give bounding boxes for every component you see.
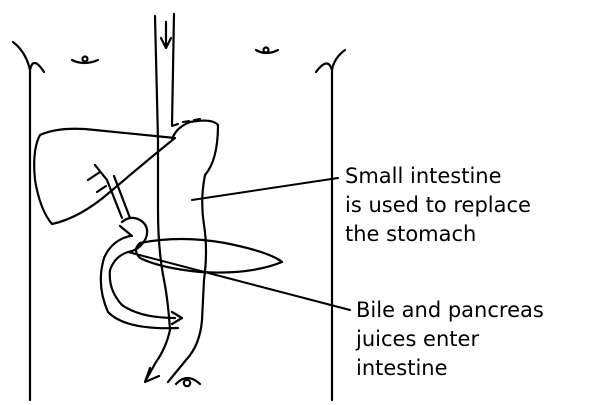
label-line: is used to replace (345, 191, 531, 220)
label-bile-pancreas: Bile and pancreas juices enter intestine (356, 296, 544, 383)
label-line: intestine (356, 354, 544, 383)
nipple-marks (72, 48, 278, 64)
leader-line-2 (128, 252, 350, 310)
esophagus (155, 14, 174, 140)
label-line: Small intestine (345, 162, 531, 191)
label-small-intestine: Small intestine is used to replace the s… (345, 162, 531, 249)
navel (176, 378, 200, 386)
label-line: the stomach (345, 220, 531, 249)
pancreas (136, 239, 282, 273)
label-line: juices enter (356, 325, 544, 354)
duodenal-limb (101, 218, 182, 328)
label-line: Bile and pancreas (356, 296, 544, 325)
leader-line-1 (192, 178, 338, 200)
leader-lines (128, 178, 350, 310)
jejunal-loop (168, 121, 218, 382)
